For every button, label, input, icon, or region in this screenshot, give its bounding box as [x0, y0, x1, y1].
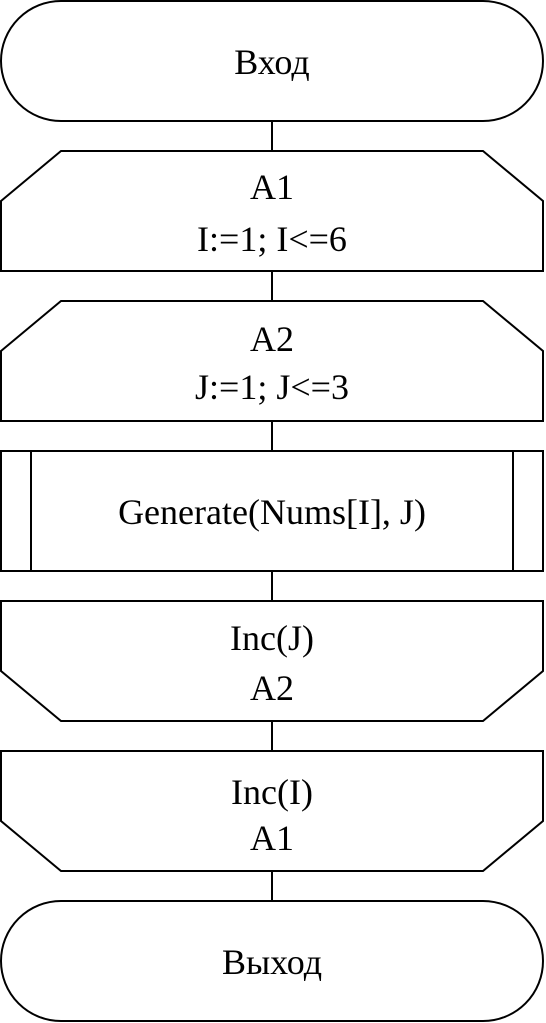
loop2-end-block: Inc(J) A2: [0, 600, 544, 722]
loop1-end-action: Inc(I): [231, 772, 313, 812]
start-terminator: Вход: [0, 0, 544, 122]
loop2-end-label: A2: [250, 668, 294, 708]
loop2-start-condition: J:=1; J<=3: [195, 367, 349, 407]
loop1-start-condition: I:=1; I<=6: [197, 219, 347, 259]
loop1-end-label: A1: [250, 818, 294, 858]
loop1-start-shape: [0, 150, 544, 272]
predefined-process-label: Generate(Nums[I], J): [118, 492, 426, 532]
predefined-process-shape: [0, 450, 544, 572]
end-label: Выход: [222, 942, 322, 982]
loop1-start-label: A1: [250, 167, 294, 207]
start-label: Вход: [234, 42, 309, 82]
end-terminator-shape: [0, 900, 544, 1022]
loop1-start-block: A1 I:=1; I<=6: [0, 150, 544, 272]
start-terminator-shape: [0, 0, 544, 122]
loop2-end-shape: [0, 600, 544, 722]
end-terminator: Выход: [0, 900, 544, 1022]
predefined-process-block: Generate(Nums[I], J): [0, 450, 544, 572]
loop2-start-label: A2: [250, 319, 294, 359]
loop1-end-block: Inc(I) A1: [0, 750, 544, 872]
loop2-start-shape: [0, 300, 544, 422]
loop2-start-block: A2 J:=1; J<=3: [0, 300, 544, 422]
loop2-end-action: Inc(J): [230, 618, 314, 658]
loop1-end-shape: [0, 750, 544, 872]
